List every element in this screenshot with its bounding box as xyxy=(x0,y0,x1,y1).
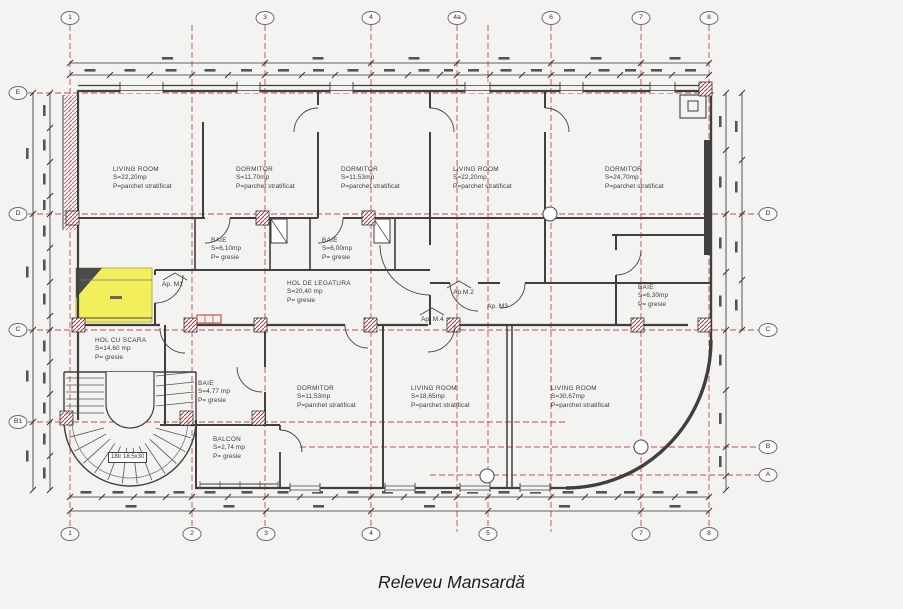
windows xyxy=(119,82,676,492)
hatched-columns xyxy=(59,81,713,426)
highlighted-zone xyxy=(75,267,153,323)
radiator-symbol xyxy=(196,314,222,324)
walls xyxy=(62,84,713,490)
door-swings xyxy=(154,107,642,453)
dimension-lines xyxy=(26,57,746,515)
apartment-entry-marks xyxy=(162,272,472,316)
spiral-staircase xyxy=(66,371,195,484)
structural-grid-lines xyxy=(28,25,760,532)
